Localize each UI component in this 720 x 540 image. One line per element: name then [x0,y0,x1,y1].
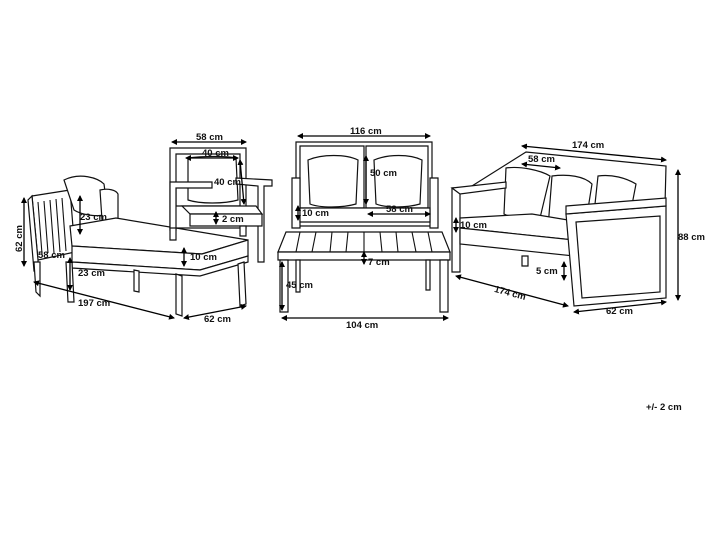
sofa-foot-label: 5 cm [536,266,558,277]
sofa-width-label: 174 cm [572,140,604,151]
table-top-label: 7 cm [368,257,390,268]
dimension-lines [21,133,681,321]
armchair-drawing [169,147,273,263]
loveseat-seat-width-label: 58 cm [386,204,413,215]
loveseat-width-label: 116 cm [350,126,382,137]
table-height-label: 45 cm [286,280,313,291]
sofa-drawing [450,151,667,307]
tolerance-note: +/- 2 cm [646,402,682,413]
armchair-width-label: 58 cm [196,132,223,143]
sofa-length-label: 174 cm [493,284,527,303]
chaise-width-label: 62 cm [204,314,231,325]
loveseat-back-height-label: 50 cm [370,168,397,179]
sofa-height-label: 88 cm [678,232,705,243]
sofa-seat-label: 58 cm [528,154,555,165]
chaise-backrest-label: 23 cm [80,212,107,223]
chaise-cushion-label: 10 cm [190,252,217,263]
armchair-cushion-width-label: 40 cm [202,148,229,159]
table-length-label: 104 cm [346,320,378,331]
coffee-table-drawing [277,231,451,313]
armchair-seat-gap-label: 2 cm [222,214,244,225]
chaise-leg-label: 23 cm [78,268,105,279]
chaise-length-label: 197 cm [78,298,110,309]
sofa-depth-label: 62 cm [606,306,633,317]
sofa-cushion-label: 10 cm [460,220,487,231]
chaise-depth-label: 58 cm [38,250,65,261]
chaise-height-label: 62 cm [14,225,25,252]
armchair-back-height-label: 40 cm [214,177,241,188]
chaise-lounge-drawing [27,175,249,317]
loveseat-cushion-label: 10 cm [302,208,329,219]
